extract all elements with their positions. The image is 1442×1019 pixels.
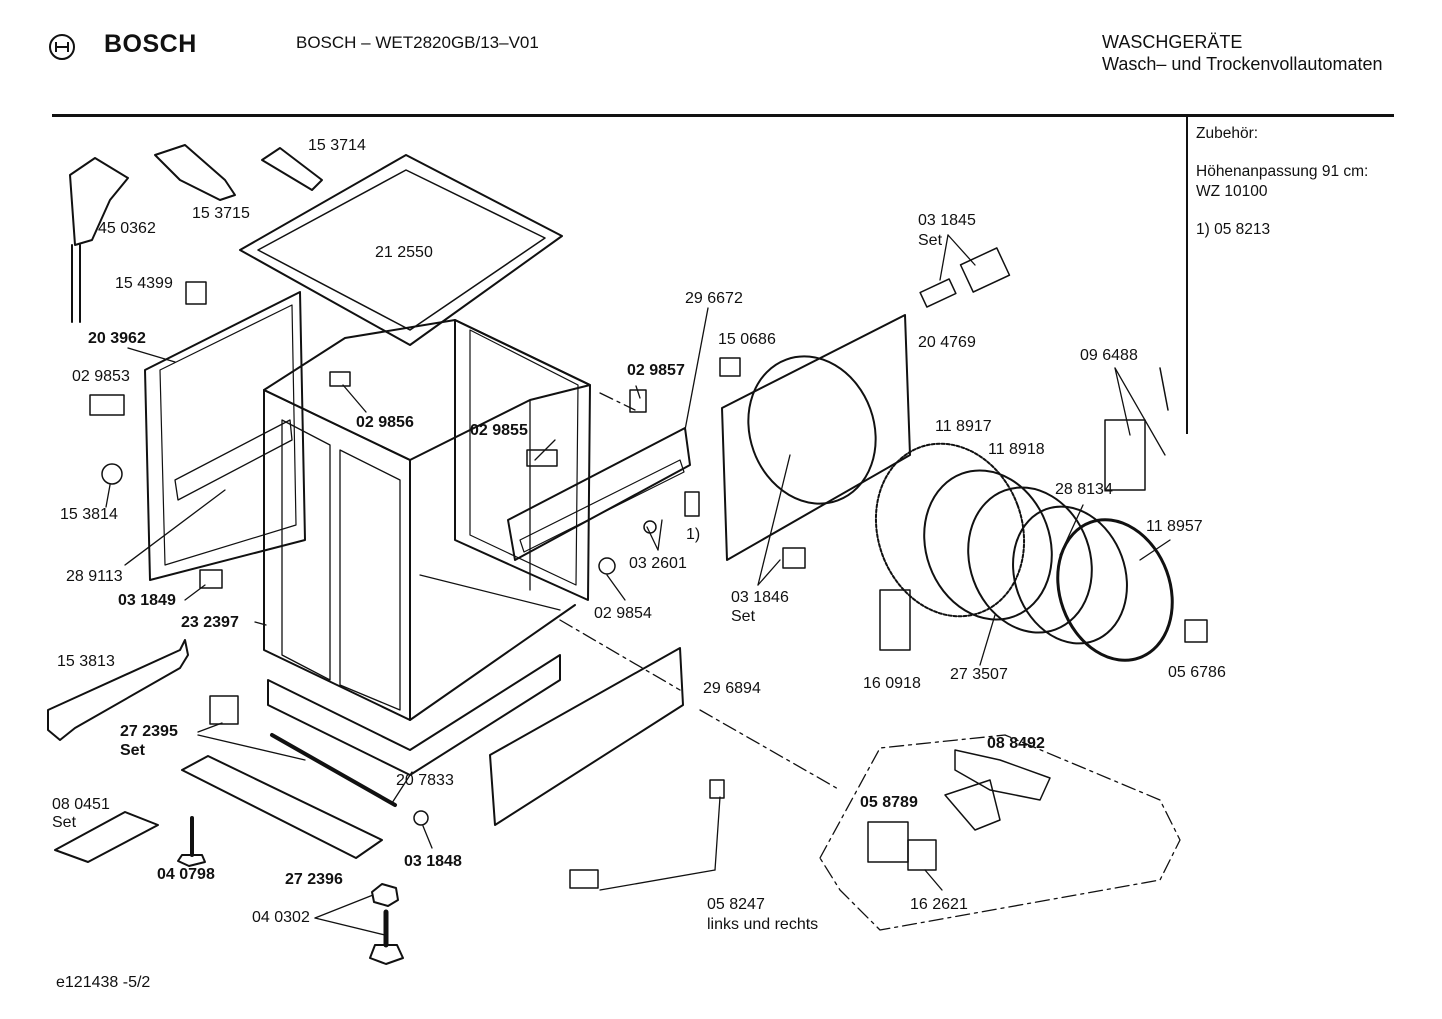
door-assembly: [874, 442, 1174, 662]
part-label: 05 8789: [860, 794, 918, 811]
part-label: 16 0918: [863, 675, 921, 692]
part-label: 02 9854: [594, 605, 652, 622]
part-label: 08 8492: [987, 735, 1045, 752]
kick-plate: [489, 647, 684, 826]
part-label: 15 0686: [718, 331, 776, 348]
part-label: 15 4399: [115, 275, 173, 292]
part-label: 03 1846: [731, 589, 789, 606]
header-divider: [52, 114, 1394, 117]
part-label: 11 8918: [988, 441, 1045, 458]
top-cover-part: [239, 154, 563, 346]
part-label: 15 3714: [308, 137, 366, 154]
part-label: 15 3813: [57, 653, 115, 670]
part-label: 08 0451: [52, 796, 110, 813]
accessories-title: Zubehör:: [1196, 125, 1259, 142]
screws: [177, 816, 404, 965]
accessories-divider: [1186, 116, 1188, 434]
accessories-line: WZ 10100: [1196, 183, 1268, 200]
part-label: 02 9857: [627, 362, 685, 379]
kit-contents: [867, 749, 1051, 871]
side-panel: [144, 291, 306, 581]
part-label: 03 2601: [629, 555, 687, 572]
part-label: 20 4769: [918, 334, 976, 351]
part-label: 27 3507: [950, 666, 1008, 683]
part-label: 03 1849: [118, 592, 176, 609]
part-label: Set: [120, 742, 145, 759]
power-cord: [69, 157, 129, 323]
cabinet-frame: [263, 319, 591, 721]
part-label: 03 1848: [404, 853, 462, 870]
part-label: 29 6672: [685, 290, 743, 307]
category-subtitle: Wasch– und Trockenvollautomaten: [1102, 54, 1383, 74]
part-label: 09 6488: [1080, 347, 1138, 364]
category-title: WASCHGERÄTE: [1102, 32, 1243, 52]
part-label: Set: [918, 232, 943, 249]
part-label: 05 6786: [1168, 664, 1226, 681]
footnote-marker: 1): [686, 526, 701, 543]
kit-outline: [559, 392, 1181, 931]
part-label: 16 2621: [910, 896, 968, 913]
part-label: 04 0798: [157, 866, 215, 883]
base-plate: [267, 654, 561, 776]
drawing-code: e121438 -5/2: [56, 974, 151, 991]
part-label: 02 9856: [356, 414, 414, 431]
part-label: 15 3715: [192, 205, 250, 222]
part-label: 21 2550: [375, 244, 433, 261]
side-clips: [569, 779, 725, 889]
part-label: 11 8957: [1146, 518, 1203, 535]
brand-name: BOSCH: [104, 30, 197, 58]
part-label: 02 9855: [470, 422, 528, 439]
part-label: 20 7833: [396, 772, 454, 789]
cabinet-back: [454, 319, 591, 601]
inlet-hose-parts: [154, 144, 323, 201]
part-label: 20 3962: [88, 330, 146, 347]
part-label: 02 9853: [72, 368, 130, 385]
part-label: 28 8134: [1055, 481, 1113, 498]
control-panel-frame: [507, 427, 691, 561]
part-label: 11 8917: [935, 418, 992, 435]
accessories-line: Höhenanpassung 91 cm:: [1196, 163, 1369, 180]
part-label: Set: [52, 814, 77, 831]
part-label: 28 9113: [66, 568, 123, 585]
part-label: 23 2397: [181, 614, 239, 631]
part-label: 15 3814: [60, 506, 118, 523]
model-number: BOSCH – WET2820GB/13–V01: [296, 33, 539, 52]
part-label: 45 0362: [98, 220, 156, 237]
part-label: 29 6894: [703, 680, 761, 697]
accessories-line: 1) 05 8213: [1196, 221, 1271, 238]
part-label: Set: [731, 608, 756, 625]
bosch-logo-icon: [49, 34, 75, 60]
part-label: links und rechts: [707, 916, 819, 933]
part-label: 27 2395: [120, 723, 178, 740]
part-label: 03 1845: [918, 212, 976, 229]
leader-lines: [105, 234, 1171, 936]
height-plinth: [54, 811, 159, 863]
transit-parts: [181, 733, 397, 859]
small-parts: [89, 247, 1208, 826]
spanner-tool: [47, 639, 189, 741]
part-label: 27 2396: [285, 871, 343, 888]
front-panel: [721, 314, 911, 561]
part-label: 05 8247: [707, 896, 765, 913]
part-label: 04 0302: [252, 909, 310, 926]
